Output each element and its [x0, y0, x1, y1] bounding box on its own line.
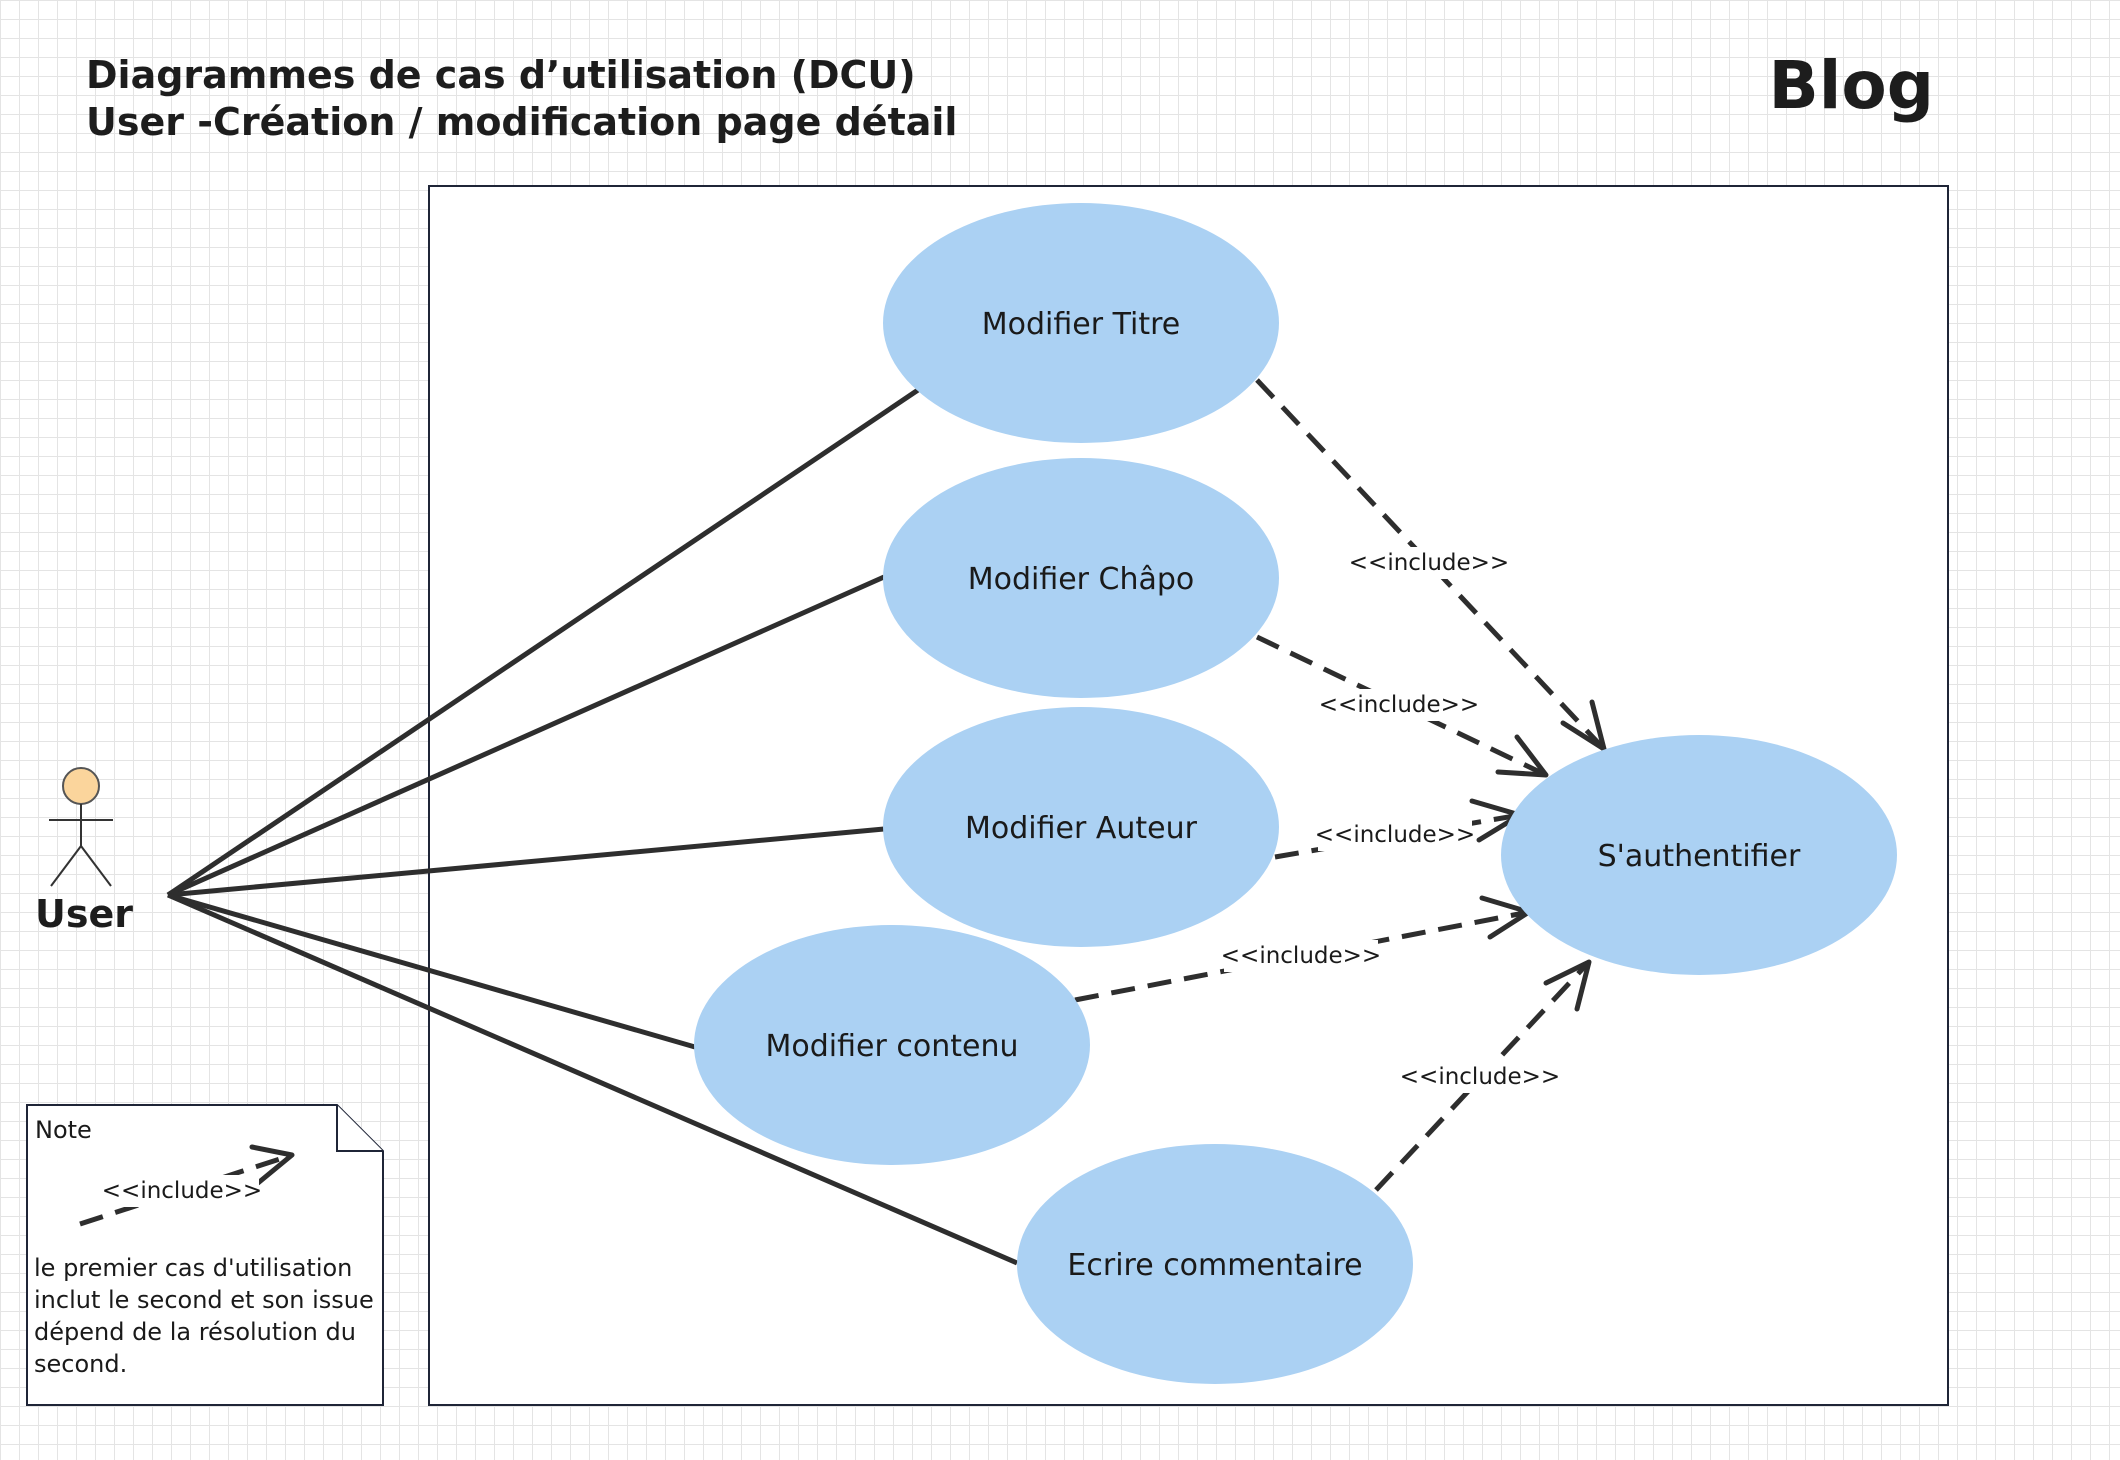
note-legend-label-bg [105, 1175, 259, 1207]
include-line-titre [1255, 378, 1606, 751]
use-case-ellipse[interactable] [883, 458, 1279, 698]
actor-head [62, 767, 100, 805]
include-label-commentaire: <<include>> [1400, 1064, 1560, 1090]
note: Note <<include>> le premier cas d'utilis… [26, 1104, 384, 1406]
include-modifier-titre: <<include>> [1255, 378, 1607, 752]
associations [166, 387, 1018, 1266]
include-label-chapo: <<include>> [1319, 692, 1479, 718]
use-case-modifier-chapo[interactable]: Modifier Châpo [883, 458, 1279, 698]
use-case-label: Modifier Châpo [968, 562, 1195, 597]
include-modifier-auteur: <<include>> [1274, 798, 1523, 860]
use-case-label: Modifier Titre [982, 307, 1180, 342]
note-legend-arrowhead [249, 1144, 295, 1186]
actor-left-leg [50, 845, 82, 887]
association-user-modifier-chapo [166, 574, 886, 898]
use-case-ellipse[interactable] [1017, 1144, 1413, 1384]
note-folded-corner [336, 1105, 383, 1152]
note-text-line: dépend de la résolution du [34, 1318, 356, 1346]
association-user-ecrire-commentaire [167, 892, 1018, 1266]
include-label-bg-commentaire [1403, 1061, 1557, 1093]
association-user-modifier-auteur [167, 826, 885, 898]
use-case-ellipse[interactable] [883, 203, 1279, 443]
actor-label: User [35, 892, 133, 936]
use-case-label: Ecrire commentaire [1067, 1248, 1362, 1283]
include-arrowhead-chapo [1495, 734, 1549, 778]
diagram-title-line2: User -Création / modification page détai… [86, 100, 957, 144]
use-case-ecrire-commentaire[interactable]: Ecrire commentaire [1017, 1144, 1413, 1384]
include-label-bg-chapo [1322, 689, 1476, 721]
note-text-line: inclut le second et son issue [34, 1286, 374, 1314]
association-user-modifier-titre [166, 387, 920, 898]
use-case-ellipse[interactable] [1501, 735, 1897, 975]
association-user-modifier-contenu [167, 892, 696, 1050]
note-title: Note [35, 1116, 92, 1144]
use-case-sauthentifier[interactable]: S'authentifier [1501, 735, 1897, 975]
include-label-bg-titre [1352, 547, 1506, 579]
actor-right-leg [80, 845, 112, 887]
use-case-modifier-contenu[interactable]: Modifier contenu [694, 925, 1090, 1165]
use-case-label: S'authentifier [1598, 839, 1801, 874]
use-case-ellipse[interactable] [694, 925, 1090, 1165]
use-case-modifier-auteur[interactable]: Modifier Auteur [883, 707, 1279, 947]
include-label-bg-contenu [1224, 940, 1378, 972]
note-text-line: le premier cas d'utilisation [34, 1254, 352, 1282]
use-case-modifier-titre[interactable]: Modifier Titre [883, 203, 1279, 443]
diagram-title-line1: Diagrammes de cas d’utilisation (DCU) [86, 53, 916, 97]
include-modifier-chapo: <<include>> [1255, 634, 1549, 778]
note-text-line: second. [34, 1350, 127, 1378]
use-case-label: Modifier Auteur [965, 811, 1198, 846]
system-name: Blog [1768, 47, 1934, 124]
include-label-contenu: <<include>> [1221, 943, 1381, 969]
use-case-label: Modifier contenu [766, 1029, 1019, 1064]
note-legend-label: <<include>> [102, 1178, 262, 1204]
include-dependencies: <<include>> <<include>> <<include>> <<in… [1074, 378, 1607, 1192]
include-label-titre: <<include>> [1349, 550, 1509, 576]
include-arrowhead-titre [1560, 699, 1607, 752]
actor-user[interactable]: User [35, 767, 133, 936]
include-label-auteur: <<include>> [1315, 822, 1475, 848]
include-arrowhead-commentaire [1543, 959, 1592, 1012]
use-case-ellipse[interactable] [883, 707, 1279, 947]
include-modifier-contenu: <<include>> [1074, 895, 1532, 1003]
include-ecrire-commentaire: <<include>> [1374, 959, 1592, 1192]
include-label-bg-auteur [1318, 819, 1472, 851]
